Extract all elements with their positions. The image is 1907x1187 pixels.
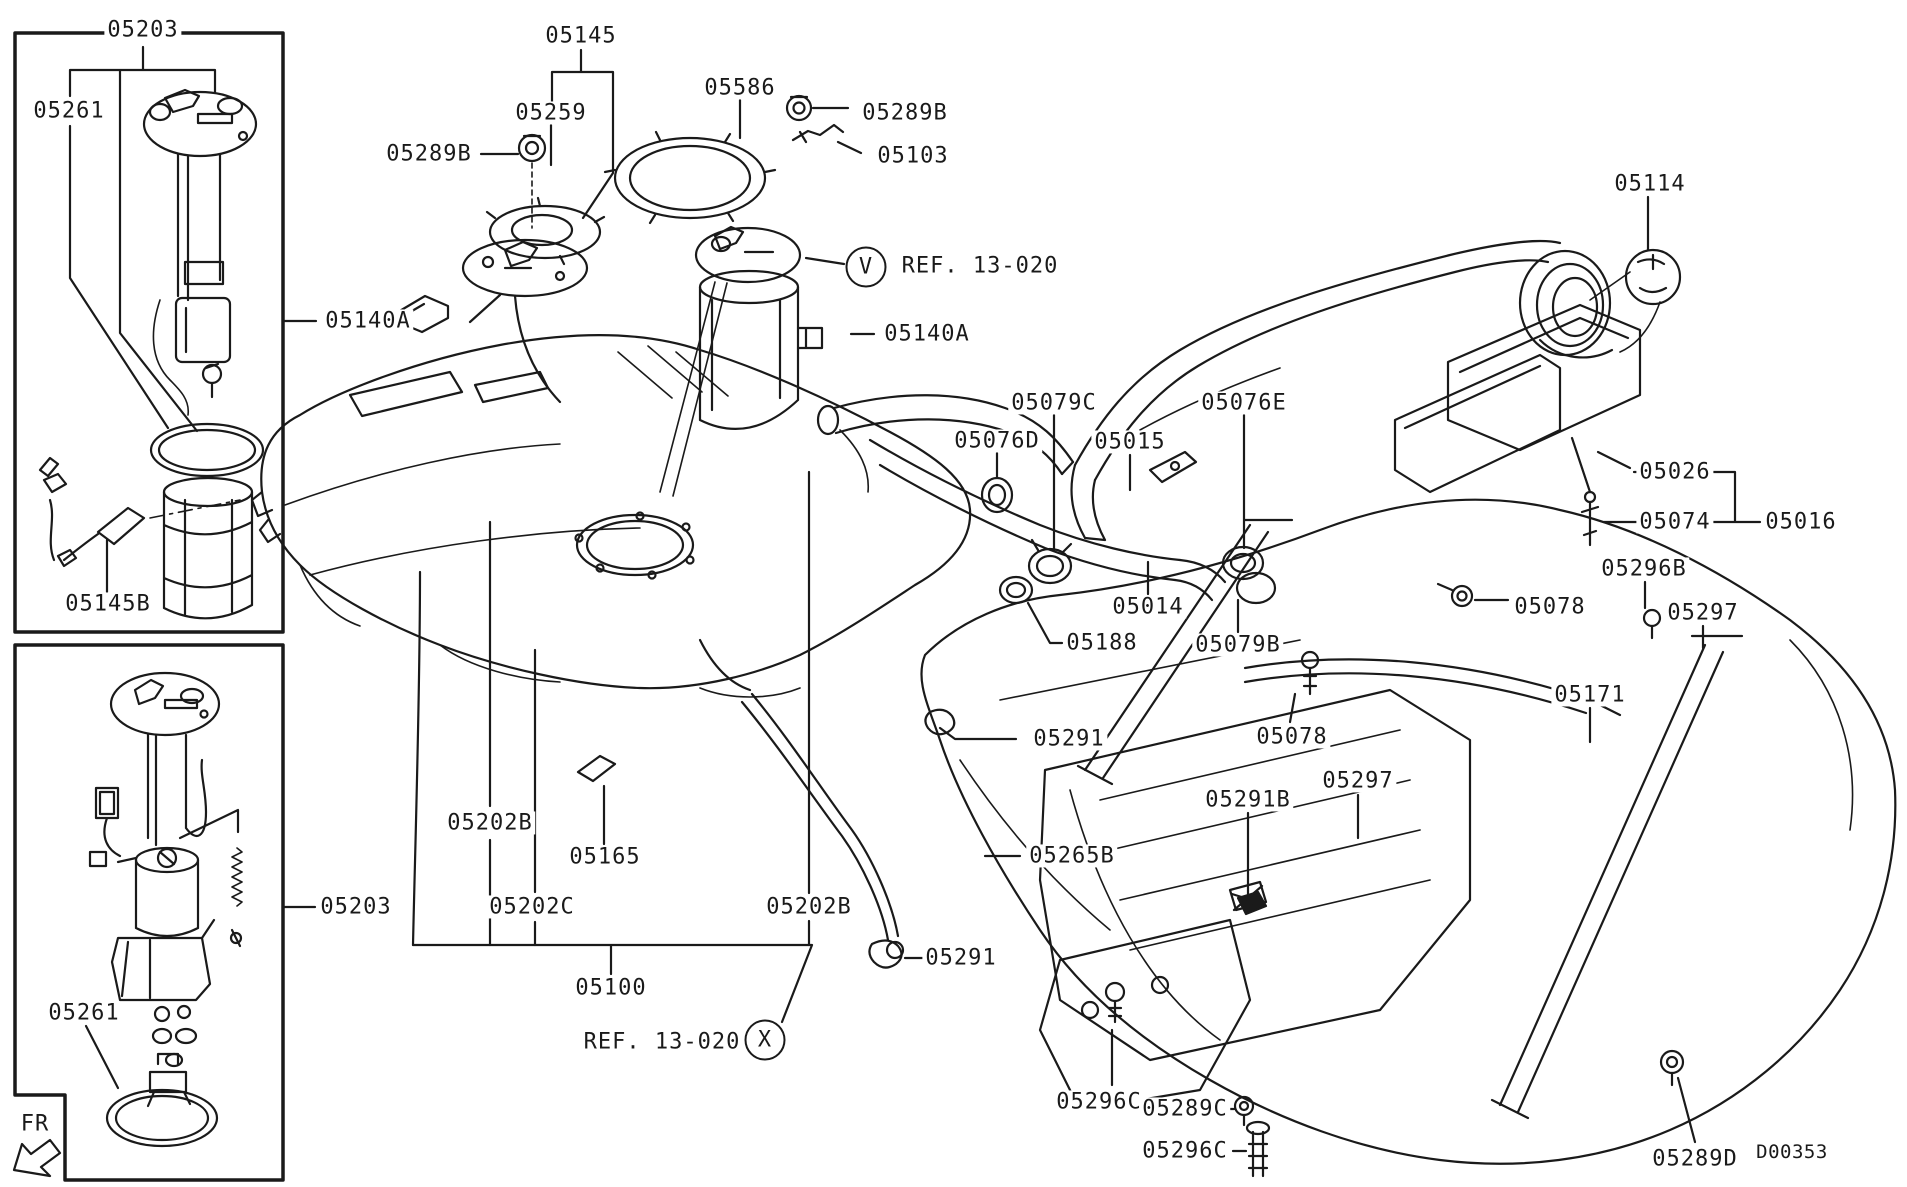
part-label-05015: 05015: [1091, 430, 1169, 454]
pump-module-and-lock-ring: [603, 94, 876, 497]
fr-label: FR: [17, 1112, 53, 1136]
ref-note-label: REF. 13-020: [898, 254, 1062, 278]
part-label-05289d: 05289D: [1649, 1147, 1741, 1171]
fuel-tank: [250, 334, 1022, 969]
fr-direction-arrow: [12, 1138, 62, 1178]
part-label-05261: 05261: [30, 99, 108, 123]
fuel-gauge-unit-parts: [396, 48, 615, 404]
part-label-05145b: 05145B: [62, 592, 154, 616]
ref-note-label: REF. 13-020: [580, 1030, 744, 1054]
part-label-05291: 05291: [922, 946, 1000, 970]
part-label-05586: 05586: [701, 76, 779, 100]
part-label-05291b: 05291B: [1202, 788, 1294, 812]
part-label-05296b: 05296B: [1598, 557, 1690, 581]
part-label-05203: 05203: [317, 895, 395, 919]
part-label-05078: 05078: [1511, 595, 1589, 619]
part-label-05297: 05297: [1664, 601, 1742, 625]
inset-box-top: [13, 31, 318, 634]
part-label-05289c: 05289C: [1139, 1097, 1231, 1121]
ref-marker-x: X: [744, 1019, 786, 1061]
filler-pipe-assembly: [1070, 195, 1762, 608]
part-label-05202c: 05202C: [486, 895, 578, 919]
ref-marker-v: V: [845, 246, 887, 288]
part-label-05100: 05100: [572, 976, 650, 1000]
part-label-05171: 05171: [1551, 683, 1629, 707]
part-label-05076e: 05076E: [1198, 391, 1290, 415]
part-label-05140a: 05140A: [881, 322, 973, 346]
part-label-05259: 05259: [512, 101, 590, 125]
part-label-05297: 05297: [1319, 769, 1397, 793]
part-label-05265b: 05265B: [1026, 844, 1118, 868]
part-label-05079c: 05079C: [1008, 391, 1100, 415]
part-label-05203: 05203: [104, 18, 182, 42]
part-label-05296c: 05296C: [1053, 1090, 1145, 1114]
tank-label-bracket: [411, 470, 814, 1024]
part-label-05016: 05016: [1762, 510, 1840, 534]
part-label-05296c: 05296C: [1139, 1139, 1231, 1163]
inset-box-bottom: [13, 643, 285, 1182]
part-label-05140a: 05140A: [322, 309, 414, 333]
part-label-05289b: 05289B: [383, 142, 475, 166]
part-label-05202b: 05202B: [763, 895, 855, 919]
part-label-05114: 05114: [1611, 172, 1689, 196]
part-label-05074: 05074: [1636, 510, 1714, 534]
part-label-05145: 05145: [542, 24, 620, 48]
part-label-05291: 05291: [1030, 727, 1108, 751]
part-label-05261: 05261: [45, 1001, 123, 1025]
part-label-05289b: 05289B: [859, 101, 951, 125]
part-label-05014: 05014: [1109, 595, 1187, 619]
part-label-05188: 05188: [1063, 631, 1141, 655]
diagram-code-label: D00353: [1753, 1142, 1831, 1163]
part-label-05078: 05078: [1253, 725, 1331, 749]
part-label-05079b: 05079B: [1192, 633, 1284, 657]
part-label-05165: 05165: [566, 845, 644, 869]
filler-hoses: [816, 394, 1277, 645]
part-label-05103: 05103: [874, 144, 952, 168]
part-label-05026: 05026: [1636, 460, 1714, 484]
part-label-05202b: 05202B: [444, 811, 536, 835]
part-label-05076d: 05076D: [951, 429, 1043, 453]
